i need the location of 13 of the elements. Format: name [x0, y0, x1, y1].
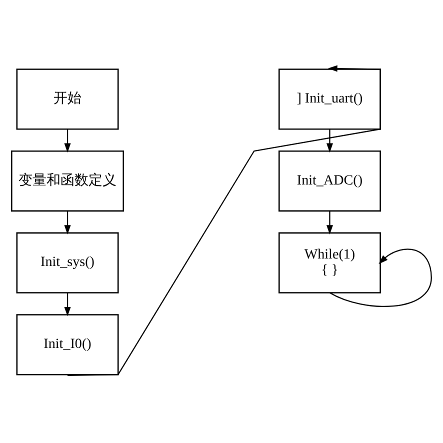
arrow: [326, 128, 333, 152]
node-box: Init_ADC(): [278, 150, 381, 212]
arrow: [64, 292, 71, 316]
node-box: Init_I0(): [16, 314, 119, 375]
node-box: 开始: [16, 68, 119, 130]
node-box: Init_sys(): [16, 232, 119, 293]
arrow: [326, 210, 333, 234]
arrow: [64, 210, 71, 234]
node-box: ] Init_uart(): [278, 68, 381, 130]
node-box: 变量和函数定义: [10, 150, 124, 212]
arrow: [68, 64, 381, 376]
arrow: [64, 128, 71, 152]
node-box: While(1) { }: [278, 232, 381, 293]
